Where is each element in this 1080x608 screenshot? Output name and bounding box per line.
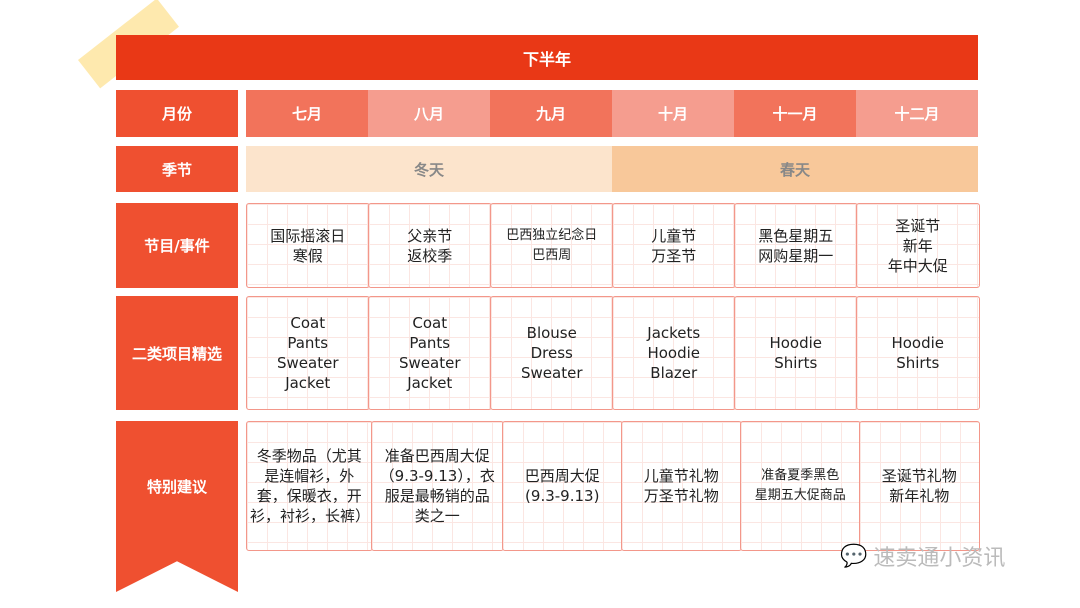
item-cell: Hoodie Shirts — [856, 296, 980, 410]
item-cell: Coat Pants Sweater Jacket — [246, 296, 370, 410]
advice-cell: 准备巴西周大促（9.3-9.13），衣服是最畅销的品类之一 — [371, 421, 504, 551]
season-row: 冬天 春天 — [246, 146, 978, 192]
wechat-icon: 💬 — [840, 543, 868, 569]
season-cell: 冬天 — [246, 146, 612, 192]
event-cell: 国际摇滚日 寒假 — [246, 203, 370, 288]
item-cell: Blouse Dress Sweater — [490, 296, 614, 410]
label-events: 节目/事件 — [116, 203, 238, 288]
events-row: 国际摇滚日 寒假 父亲节 返校季 巴西独立纪念日 巴西周 儿童节 万圣节 黑色星… — [246, 203, 980, 288]
label-advice: 特别建议 — [116, 421, 238, 592]
month-cell: 十月 — [612, 90, 734, 137]
month-cell: 七月 — [246, 90, 368, 137]
event-cell: 巴西独立纪念日 巴西周 — [490, 203, 614, 288]
watermark: 💬 速卖通小资讯 — [840, 540, 1005, 572]
watermark-text: 速卖通小资讯 — [873, 546, 1006, 571]
label-items: 二类项目精选 — [116, 296, 238, 410]
item-cell: Hoodie Shirts — [734, 296, 858, 410]
items-row: Coat Pants Sweater Jacket Coat Pants Swe… — [246, 296, 980, 410]
month-cell: 十二月 — [856, 90, 978, 137]
event-cell: 儿童节 万圣节 — [612, 203, 736, 288]
event-cell: 父亲节 返校季 — [368, 203, 492, 288]
label-season: 季节 — [116, 146, 238, 192]
advice-cell: 准备夏季黑色 星期五大促商品 — [740, 421, 861, 551]
advice-row: 冬季物品（尤其是连帽衫，外套，保暖衣，开衫，衬衫，长裤） 准备巴西周大促（9.3… — [246, 421, 980, 551]
month-row: 七月 八月 九月 十月 十一月 十二月 — [246, 90, 978, 137]
advice-cell: 冬季物品（尤其是连帽衫，外套，保暖衣，开衫，衬衫，长裤） — [246, 421, 373, 551]
month-cell: 八月 — [368, 90, 490, 137]
advice-cell: 圣诞节礼物 新年礼物 — [859, 421, 980, 551]
season-cell: 春天 — [612, 146, 978, 192]
event-cell: 黑色星期五 网购星期一 — [734, 203, 858, 288]
month-cell: 十一月 — [734, 90, 856, 137]
month-cell: 九月 — [490, 90, 612, 137]
item-cell: Coat Pants Sweater Jacket — [368, 296, 492, 410]
item-cell: Jackets Hoodie Blazer — [612, 296, 736, 410]
event-cell: 圣诞节 新年 年中大促 — [856, 203, 980, 288]
advice-cell: 儿童节礼物 万圣节礼物 — [621, 421, 742, 551]
advice-cell: 巴西周大促 (9.3-9.13) — [502, 421, 623, 551]
page-title: 下半年 — [116, 35, 978, 80]
label-month: 月份 — [116, 90, 238, 137]
